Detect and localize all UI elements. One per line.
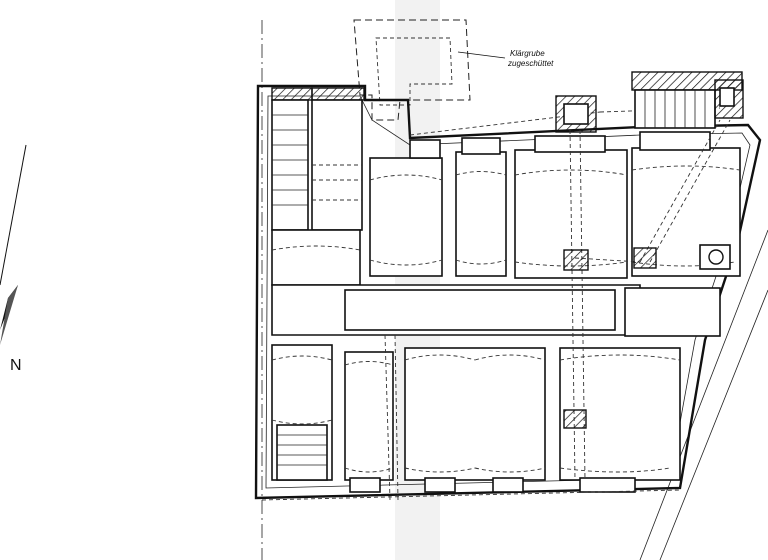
north-label: N [10, 357, 22, 374]
north-arrow: N [0, 144, 27, 374]
shaft-middle [563, 249, 589, 271]
cellar-upper-2 [455, 151, 507, 277]
cesspit-label-line2: zugeschüttet [507, 59, 554, 68]
cesspit-label-line1: Klärgrube [510, 49, 545, 58]
shaft-right [633, 247, 657, 269]
corridor [271, 229, 721, 337]
staircase [271, 87, 365, 231]
shaft-top [555, 95, 597, 133]
section-line-right [639, 229, 768, 560]
cellar-upper-1 [369, 157, 443, 277]
building-outline [254, 84, 762, 500]
lower-stair [276, 424, 328, 481]
well [699, 244, 731, 270]
shaft-lower [563, 409, 587, 429]
cellar-lower-3 [404, 347, 546, 481]
section-line-right-2 [659, 289, 768, 560]
outbuilding [631, 71, 744, 129]
cellar-lower-2 [344, 351, 394, 481]
